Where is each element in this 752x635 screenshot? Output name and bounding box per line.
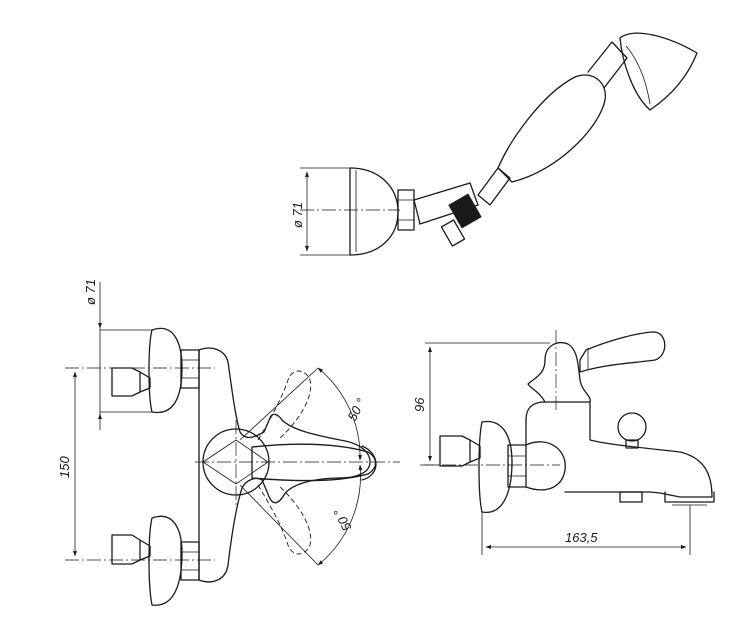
- inlet-spacing-dimension: 150: [57, 371, 77, 557]
- lower-angle-arc: [317, 464, 363, 566]
- side-escutcheon: [478, 420, 513, 513]
- height-label: 96: [412, 397, 427, 412]
- shower-holder-dome: [349, 167, 399, 256]
- lever-lower-position: [257, 484, 312, 555]
- escutcheon-diameter-dimension: ø 71: [83, 279, 152, 430]
- shower-diameter-dimension: ø 71: [290, 167, 350, 256]
- lever-handle: [251, 443, 377, 482]
- depth-label: 163,5: [565, 530, 598, 545]
- mixer-front-view: 50 ° 50 ° 150 ø 71: [57, 279, 400, 606]
- angle-extension-lines: [239, 367, 319, 566]
- lower-angle-label: 50 °: [330, 506, 354, 534]
- bottom-escutcheon: [148, 515, 183, 606]
- depth-dimension: 163,5: [481, 505, 691, 555]
- hand-shower-view: ø 71: [290, 32, 698, 256]
- side-inlet-nut: [507, 444, 527, 488]
- shower-head: [619, 32, 698, 111]
- upper-angle-arc: [317, 367, 363, 461]
- top-escutcheon: [148, 327, 183, 414]
- shower-holder-nut: [397, 189, 415, 231]
- side-body-bulge: [525, 441, 566, 491]
- upper-angle-label: 50 °: [344, 396, 368, 424]
- side-eccentric: [439, 435, 481, 467]
- top-inlet-nut: [180, 349, 200, 389]
- spout-outlet: [664, 491, 715, 506]
- inlet-spacing-label: 150: [57, 456, 72, 478]
- side-body: [525, 401, 713, 498]
- lever-upper-position: [257, 370, 312, 441]
- shower-handle-grip: [497, 74, 606, 183]
- side-cartridge: [527, 342, 591, 403]
- lever-tip: [361, 445, 377, 481]
- mixer-side-view: 96 163,5: [412, 330, 715, 555]
- shower-clamp-peg: [440, 219, 466, 247]
- shower-outlet: [619, 491, 643, 503]
- escutcheon-diameter-label: ø 71: [83, 279, 98, 305]
- shower-neck: [587, 41, 628, 89]
- diverter-knob: [617, 412, 647, 449]
- shower-head-edge: [625, 45, 651, 105]
- bottom-inlet-nut: [180, 541, 200, 581]
- shower-handle-ferrule: [477, 167, 511, 206]
- shower-holder-arm: [413, 182, 479, 225]
- shower-clamp: [448, 193, 482, 229]
- mixer-body: [198, 347, 371, 583]
- side-lever: [579, 331, 666, 373]
- shower-diameter-label: ø 71: [290, 202, 305, 228]
- height-dimension: 96: [412, 342, 550, 466]
- top-eccentric: [111, 367, 151, 397]
